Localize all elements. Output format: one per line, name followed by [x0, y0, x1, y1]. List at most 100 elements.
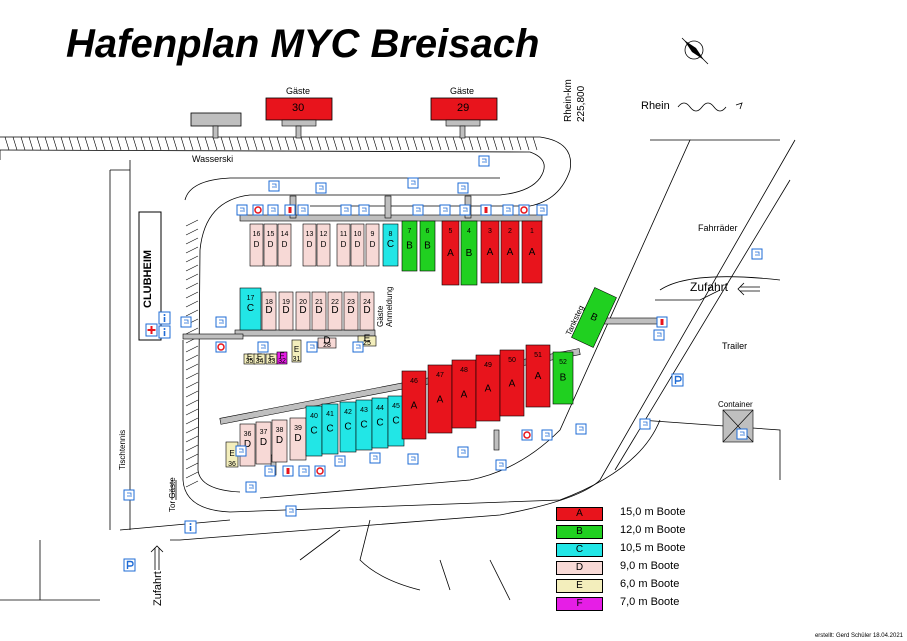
berth-36: D36	[239, 423, 256, 467]
berth-29-number: 29	[457, 102, 470, 114]
lifebuoy-icon	[518, 204, 530, 216]
rhein-km-label: Rhein-km	[563, 79, 574, 122]
electricity-icon	[215, 316, 227, 328]
berth-category-label: B	[466, 248, 473, 259]
berth-number-label: 12	[320, 231, 328, 238]
legend-item: F 7,0 m Boote	[556, 594, 696, 612]
berth-category-label: C	[376, 418, 383, 429]
electricity-icon	[541, 429, 553, 441]
lifebuoy-icon	[215, 341, 227, 353]
berths: D16D15D14D13D12D11D10D9C8B7B6A5B4A3A2A1C…	[225, 220, 617, 468]
berth-number-label: 36	[244, 431, 252, 438]
berth-number-label: 11	[340, 231, 347, 238]
berth-15: D15	[263, 223, 278, 267]
legend-text: 6,0 m Boote	[620, 578, 680, 590]
berth-category-label: D	[323, 336, 330, 347]
electricity-icon	[358, 204, 370, 216]
berth-32: F32	[276, 352, 288, 365]
berth-category-label: D	[363, 305, 370, 316]
berth-number-label: 28	[323, 342, 331, 349]
legend-text: 9,0 m Boote	[620, 560, 680, 572]
electricity-icon	[412, 204, 424, 216]
berth-category-label: D	[355, 240, 361, 249]
fire-extinguisher-icon	[284, 204, 296, 216]
berth-category-label: C	[360, 420, 367, 431]
fahrraeder-label: Fahrräder	[698, 223, 738, 233]
berth-17: C17	[239, 287, 262, 331]
electricity-icon	[459, 204, 471, 216]
berth-category-label: C	[392, 416, 399, 427]
fire-extinguisher-icon	[656, 316, 668, 328]
first-aid-icon	[145, 323, 158, 337]
berth-category-label: B	[406, 241, 413, 252]
page-title: Hafenplan MYC Breisach	[66, 22, 540, 66]
legend-swatch: D	[556, 561, 603, 575]
berth-number-label: 1	[530, 228, 534, 235]
berth-9: D9	[365, 223, 380, 267]
berth-tanksteg: B	[571, 287, 617, 348]
berth-1: A1	[521, 220, 543, 284]
berth-number-label: 25	[363, 340, 371, 347]
berth-category-label: D	[294, 433, 301, 444]
facility-icons	[123, 155, 763, 572]
berth-number-label: 40	[310, 413, 318, 420]
electricity-icon	[457, 182, 469, 194]
quay-lines	[0, 136, 796, 601]
berth-number-label: 45	[392, 403, 400, 410]
berth-number-label: 44	[376, 405, 384, 412]
electricity-icon	[268, 180, 280, 192]
berth-28: D28	[317, 336, 337, 349]
berth-number-label: 13	[306, 231, 314, 238]
berth-category-label: E	[247, 353, 252, 362]
compass-icon	[681, 37, 709, 65]
berth-number-label: 17	[247, 295, 255, 302]
wasserski-label: Wasserski	[192, 154, 234, 164]
berth-number-label: 24	[363, 299, 371, 306]
berth-category-label: D	[299, 305, 306, 316]
berth-number-label: 46	[410, 378, 418, 385]
berth-category-label: A	[507, 247, 514, 258]
berth-number-label: 23	[347, 299, 355, 306]
electricity-icon	[340, 204, 352, 216]
berth-45: C 45	[387, 395, 405, 447]
zufahrt-right-label: Zufahrt	[690, 280, 729, 294]
berth-number-label: 9	[371, 231, 375, 238]
berth-number-label: 47	[436, 372, 444, 379]
electricity-icon	[264, 465, 276, 477]
berth-number-label: 37	[260, 429, 268, 436]
berth-number-label: 2	[508, 228, 512, 235]
berth-category-label: D	[321, 240, 327, 249]
berth-category-label: C	[326, 424, 333, 435]
berth-category-label: D	[347, 305, 354, 316]
electricity-icon	[297, 204, 309, 216]
berth-number-label: 42	[344, 409, 352, 416]
legend-text: 7,0 m Boote	[620, 596, 680, 608]
electricity-icon	[369, 452, 381, 464]
berth-number-label: 49	[484, 362, 492, 369]
berth-22: D22	[327, 291, 343, 331]
berth-12: D 12	[316, 223, 331, 267]
berth-number-label: 4	[467, 228, 471, 235]
legend-swatch: F	[556, 597, 603, 611]
rhein-label: Rhein	[641, 100, 670, 112]
berth-category-label: A	[529, 247, 536, 258]
lifebuoy-icon	[521, 429, 533, 441]
berth-23: D23	[343, 291, 359, 331]
berth-14: D14	[277, 223, 292, 267]
fire-extinguisher-icon	[480, 204, 492, 216]
berth-11: D11	[336, 223, 351, 267]
info-icon	[158, 325, 171, 339]
electricity-icon	[285, 505, 297, 517]
electricity-icon	[639, 418, 651, 430]
legend-swatch: A	[556, 507, 603, 521]
berth-category-label: A	[487, 247, 494, 258]
berth-16: D16	[249, 223, 264, 267]
berth-category-label: D	[315, 305, 322, 316]
berth-category-label: E	[364, 334, 371, 345]
berth-category-label: C	[247, 303, 254, 314]
berth-number-label: 34	[256, 358, 264, 365]
berth-category-label: A	[509, 378, 516, 389]
